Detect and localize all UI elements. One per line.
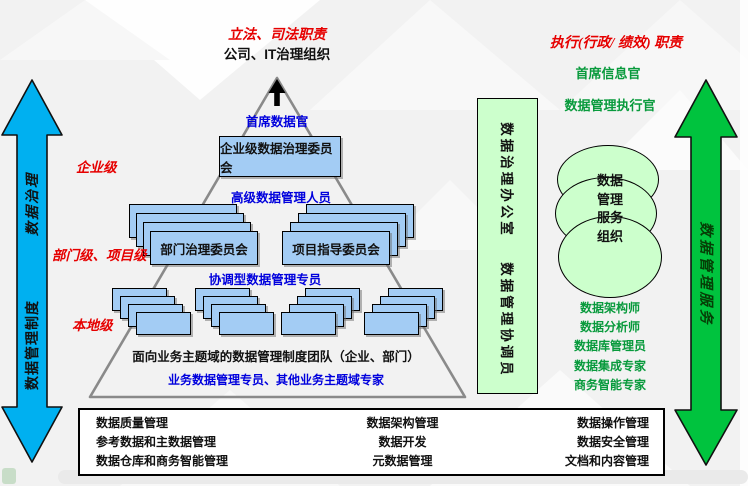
role-item: 商务智能专家 (573, 377, 647, 392)
role-item: 数据集成专家 (573, 358, 647, 373)
function-item: 数据操作管理 (576, 415, 649, 430)
functions-column-3: 数据操作管理 数据安全管理 文档和内容管理 (484, 410, 663, 474)
subject-teams-label: 面向业务主题域的数据管理制度团队（企业、部门） (132, 350, 420, 364)
stacked-box (364, 312, 419, 335)
senior-managers-label: 高级数据管理人员 (230, 191, 332, 205)
governance-org-label: 公司、IT治理组织 (223, 47, 331, 62)
function-item: 元数据管理 (372, 453, 433, 468)
services-org-line: 服务 (596, 210, 624, 225)
functions-column-1: 数据质量管理 参考数据和主数据管理 数据仓库和商务智能管理 (80, 410, 321, 474)
function-item: 数据开发 (378, 434, 427, 449)
circle (558, 216, 662, 298)
project-committee-box: 项目指导委员会 (282, 231, 390, 265)
services-org-label: 数据 管理 服务 组织 (597, 172, 623, 246)
function-item: 数据安全管理 (576, 434, 649, 449)
role-item: 数据架构师 (579, 301, 641, 315)
governance-office-label: 数据治理办公室 (499, 122, 514, 238)
data-management-services-arrow (674, 79, 738, 466)
up-arrow-icon (268, 79, 286, 106)
services-org-line: 管理 (596, 191, 624, 207)
cdo-label: 首席数据官 (245, 115, 309, 129)
dm-policy-arrow-label: 数据管理制度 (24, 300, 40, 390)
dm-services-arrow-label: 数据管理服务 (697, 221, 714, 327)
services-org-line: 数据 (596, 173, 624, 188)
function-item: 数据质量管理 (96, 415, 169, 430)
corner-logo-mark (2, 468, 16, 484)
coordinating-steward-label: 协调型数据管理专员 (208, 273, 322, 287)
data-governance-arrow (1, 79, 63, 463)
dept-committee-box: 部门治理委员会 (150, 231, 258, 265)
stacked-box (281, 312, 336, 335)
legislative-title: 立法、司法职责 (228, 28, 326, 43)
data-governance-arrow-label: 数据治理 (26, 172, 41, 236)
cio-label: 首席信息官 (575, 66, 641, 81)
dm-executive-label: 数据管理执行官 (564, 98, 656, 113)
governance-office-box (477, 98, 538, 394)
level-label-department-project: 部门级、项目级 (52, 248, 147, 263)
services-org-line: 组织 (596, 228, 624, 244)
services-roles-list: 数据架构师 数据分析师 数据库管理员 数据集成专家 商务智能专家 (574, 299, 646, 395)
stacked-box (219, 312, 274, 335)
dm-coordinator-label: 数据管理协调员 (499, 262, 514, 378)
level-label-local: 本地级 (72, 318, 113, 333)
level-label-enterprise: 企业级 (76, 160, 117, 175)
function-item: 文档和内容管理 (564, 453, 649, 468)
role-item: 数据库管理员 (573, 339, 647, 354)
function-item: 参考数据和主数据管理 (96, 434, 217, 449)
enterprise-committee-box: 企业级数据治理委员会 (219, 136, 341, 177)
role-item: 数据分析师 (579, 320, 641, 335)
dm-functions-box: 数据质量管理 参考数据和主数据管理 数据仓库和商务智能管理 数据架构管理 数据开… (78, 408, 665, 476)
functions-column-2: 数据架构管理 数据开发 元数据管理 (321, 410, 484, 474)
executive-title: 执行(行政/ 绩效) 职责 (549, 36, 683, 51)
stacked-box (136, 312, 191, 335)
function-item: 数据架构管理 (366, 415, 439, 430)
function-item: 数据仓库和商务智能管理 (96, 453, 229, 468)
business-stewards-label: 业务数据管理专员、其他业务主题域专家 (167, 373, 385, 387)
